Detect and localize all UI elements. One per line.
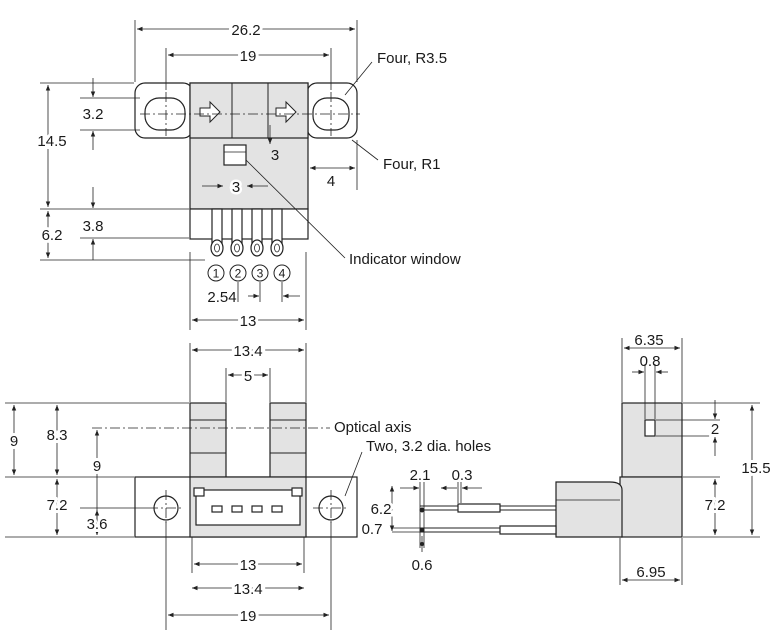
dim-hole-pitch: 19 xyxy=(240,48,257,65)
dim-overall-width: 26.2 xyxy=(231,22,260,39)
dim-pin-pitch: 2.54 xyxy=(207,289,236,306)
dim-upper-height: 8.3 xyxy=(47,427,68,444)
dim-side-lead-pitch: 0.7 xyxy=(362,521,383,538)
pin-label-1: 1 xyxy=(213,267,220,281)
pin-label-4: 4 xyxy=(279,267,286,281)
dim-front-hole-pitch: 19 xyxy=(240,608,257,625)
dim-side-window-width: 0.8 xyxy=(640,353,661,370)
direction-arrow-right xyxy=(275,100,297,124)
dim-hole-offset: 3.2 xyxy=(83,106,104,123)
dim-bottom-width-outer: 13.4 xyxy=(233,581,262,598)
dim-ear-width: 4 xyxy=(327,173,335,190)
callout-holes: Two, 3.2 dia. holes xyxy=(366,438,491,455)
dim-axis-height: 9 xyxy=(93,458,101,475)
dim-hole-center-height: 3.6 xyxy=(87,516,108,533)
dim-slot-width: 5 xyxy=(244,368,252,385)
dim-lead-stub: 3.8 xyxy=(83,218,104,235)
front-view: 13.4 5 9 8.3 9 7.2 3.6 13 13.4 19 Optica… xyxy=(5,340,491,630)
indicator-window xyxy=(223,144,247,166)
callout-indicator-window: Indicator window xyxy=(349,251,461,268)
side-upper-body xyxy=(621,402,683,478)
dim-side-window-height: 2 xyxy=(711,421,719,438)
dim-side-total-height: 15.5 xyxy=(741,460,770,477)
side-lower-body xyxy=(619,476,683,538)
dim-pin-span: 13 xyxy=(240,313,257,330)
dim-side-base-height: 7.2 xyxy=(705,497,726,514)
dim-base-height: 7.2 xyxy=(47,497,68,514)
front-right-arm xyxy=(269,402,307,478)
dim-window-width: 3 xyxy=(232,179,240,196)
side-view: 6.35 0.8 2 15.5 7.2 6.95 2.1 0.3 6.2 0.7… xyxy=(362,332,774,585)
dim-lead-length: 6.2 xyxy=(42,227,63,244)
dim-side-lead-width: 0.6 xyxy=(412,557,433,574)
callout-optical-axis: Optical axis xyxy=(334,419,412,436)
dim-side-lead-span: 6.2 xyxy=(371,501,392,518)
direction-arrow-left xyxy=(199,100,221,124)
front-left-arm xyxy=(189,402,227,478)
lead-pins xyxy=(210,208,284,257)
dim-side-lead-thickness: 0.3 xyxy=(452,467,473,484)
dim-height: 14.5 xyxy=(37,133,66,150)
dim-bottom-width: 13 xyxy=(240,557,257,574)
top-view: 1 2 3 4 26.2 19 14.5 3.2 6.2 3.8 xyxy=(34,19,461,333)
dim-front-overall-width: 13.4 xyxy=(233,343,262,360)
dim-side-lead-offset: 2.1 xyxy=(410,467,431,484)
side-lead-housing xyxy=(555,481,623,538)
pin-label-3: 3 xyxy=(257,267,264,281)
dim-side-top-width: 6.35 xyxy=(634,332,663,349)
dim-total-height: 9 xyxy=(10,433,18,450)
dim-side-bottom-width: 6.95 xyxy=(636,564,665,581)
callout-outer-radius: Four, R3.5 xyxy=(377,50,447,67)
pin-label-2: 2 xyxy=(235,267,242,281)
callout-inner-radius: Four, R1 xyxy=(383,156,441,173)
dim-window-height: 3 xyxy=(271,147,279,164)
